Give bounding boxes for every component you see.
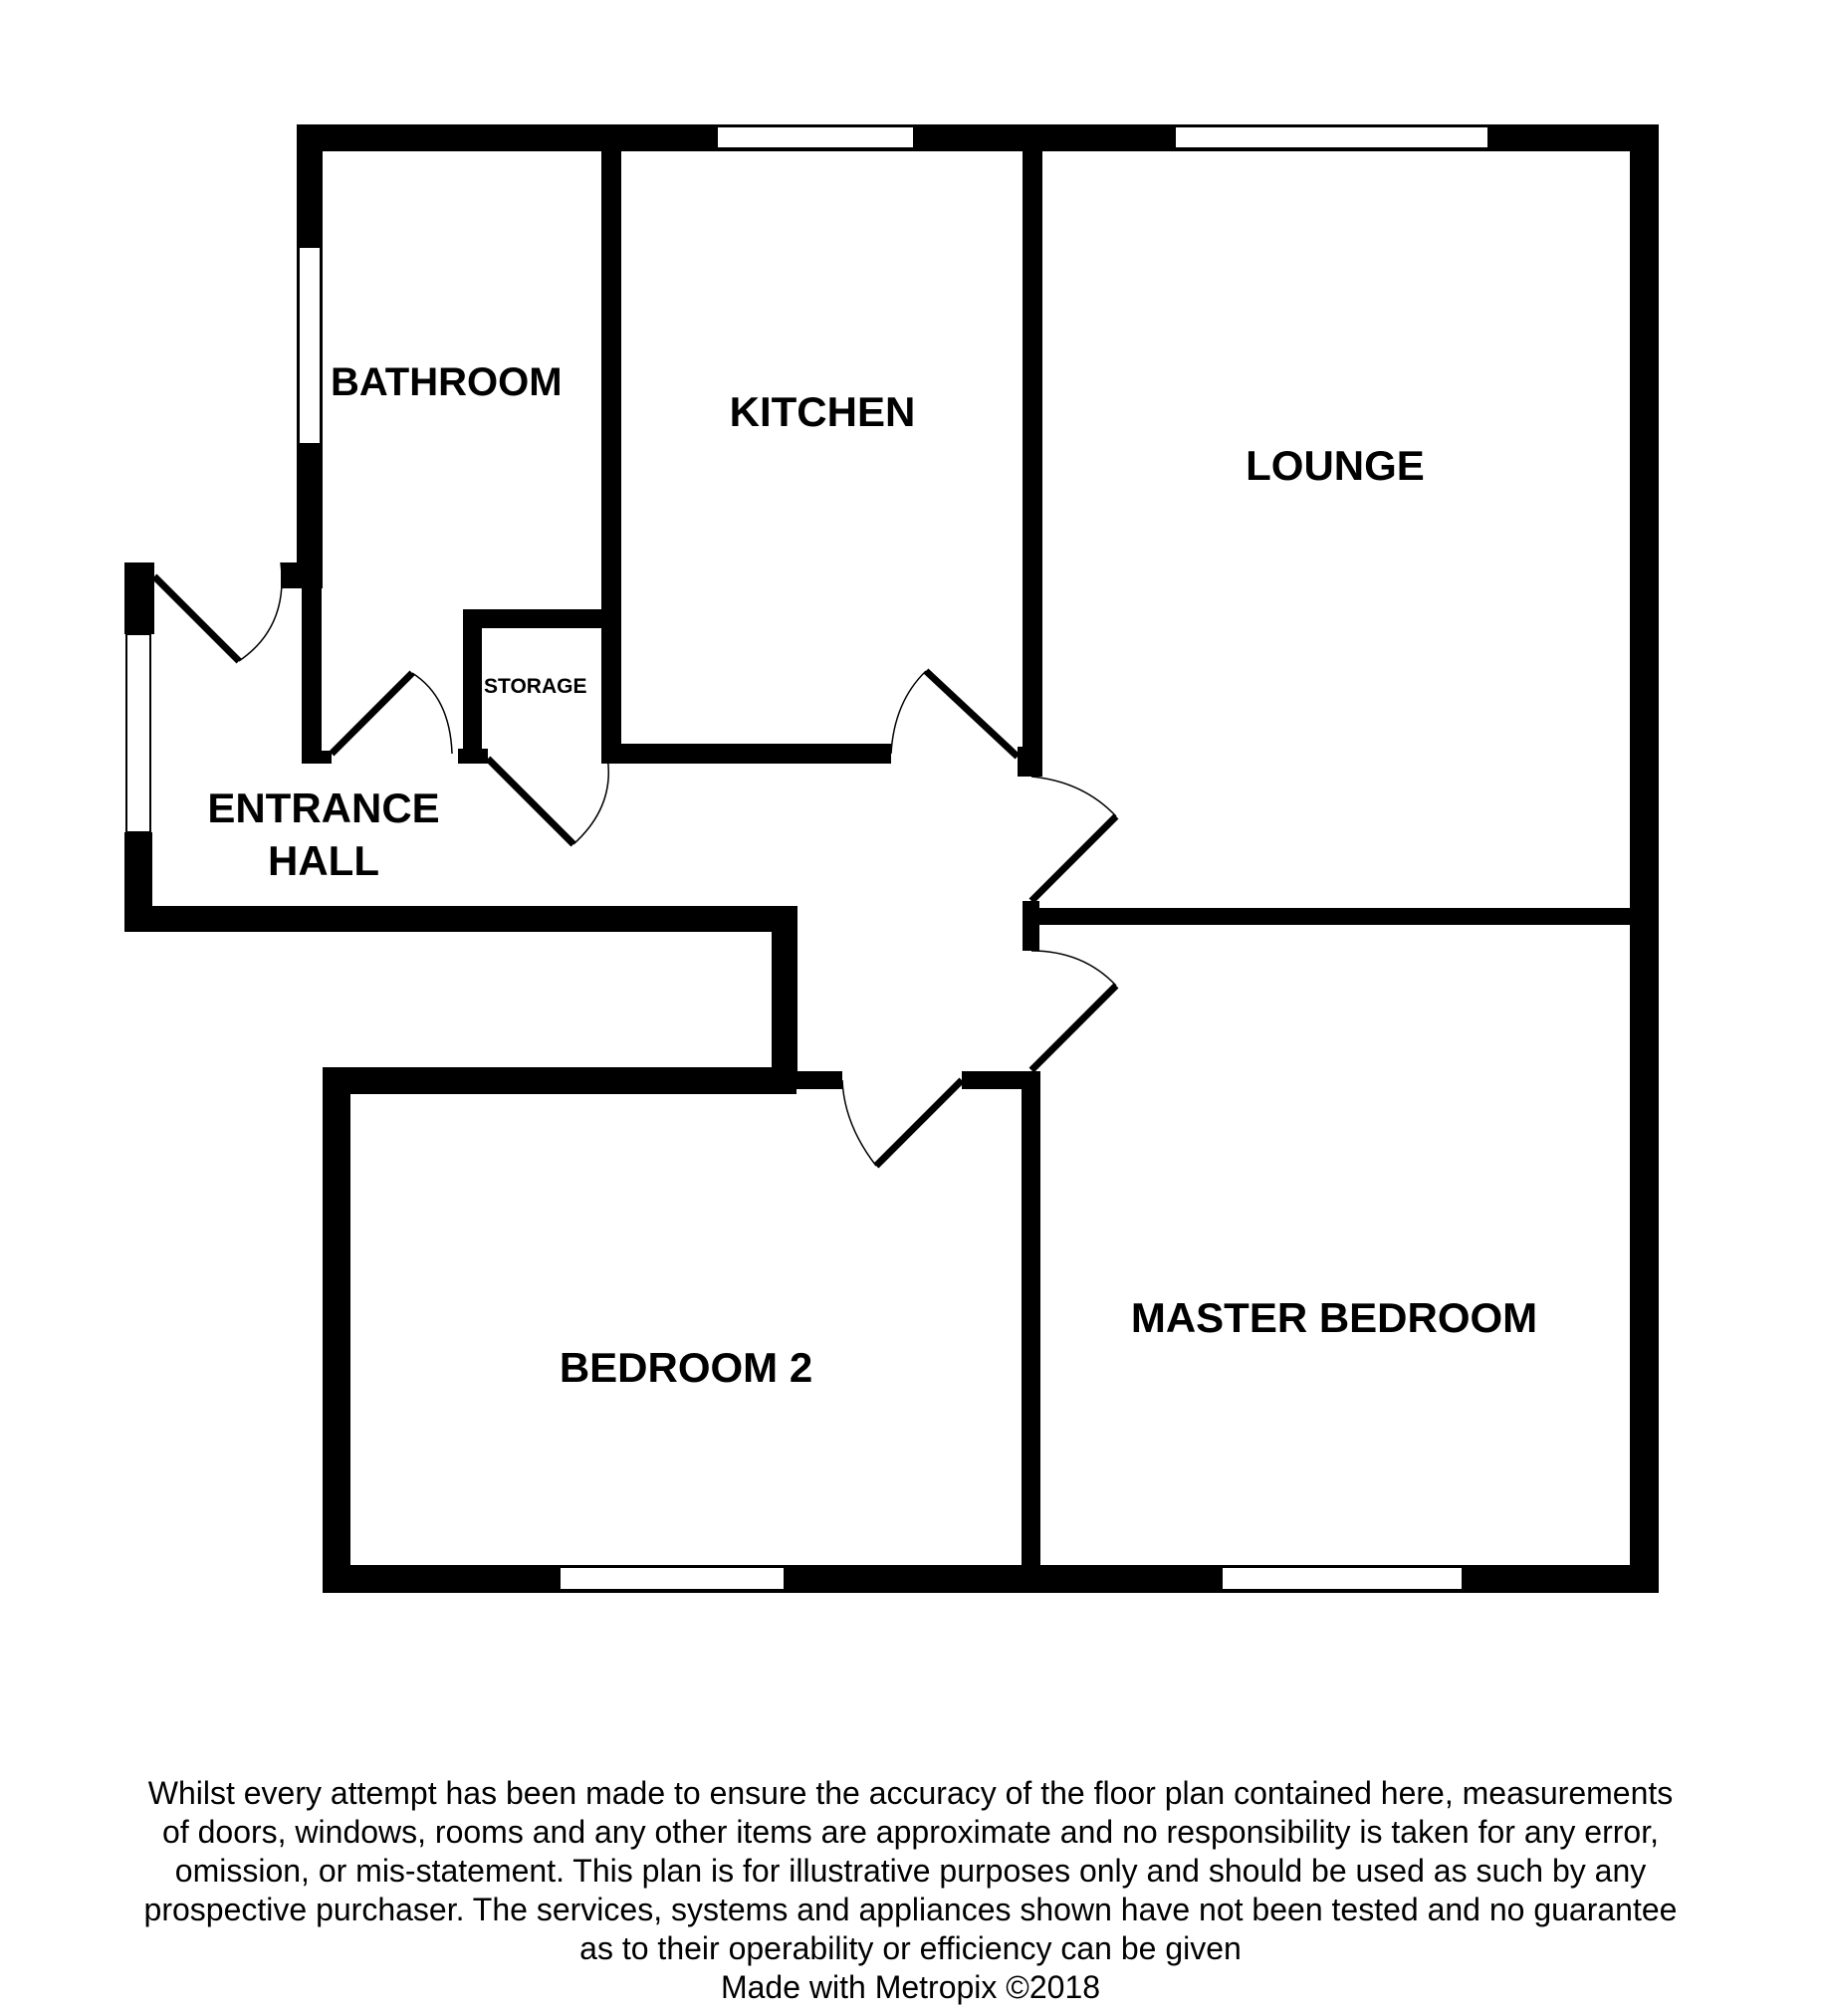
window-bedroom2 — [559, 1566, 786, 1591]
door-master-swing — [1030, 950, 1117, 987]
window-master — [1221, 1566, 1464, 1591]
window-lounge — [1174, 125, 1489, 149]
wall-kitchen-lounge-stub — [1018, 747, 1031, 777]
wall-storage-top — [463, 609, 621, 628]
wall-hall-drop — [772, 906, 797, 1071]
windows — [125, 125, 1489, 1591]
wall-bedroom2-left — [323, 1067, 350, 1593]
disclaimer-line: omission, or mis-statement. This plan is… — [174, 1853, 1647, 1889]
window-kitchen — [716, 125, 915, 149]
wall-outer-right — [1630, 124, 1659, 1593]
walls — [124, 124, 1659, 1593]
door-lounge-swing — [1030, 776, 1117, 817]
wall-kitchen-bottom — [601, 744, 891, 764]
room-label-bathroom: BATHROOM — [331, 360, 563, 404]
wall-bathroom-left-stub — [281, 562, 323, 588]
room-label-bedroom-2: BEDROOM 2 — [560, 1344, 812, 1391]
window-bathroom — [298, 246, 322, 445]
door-bedroom2-swing — [841, 1079, 877, 1167]
room-label-hall: HALL — [268, 837, 379, 884]
wall-storage-foot — [458, 749, 488, 764]
wall-bedroom2-top-right — [962, 1071, 1031, 1089]
door-entrance-swing — [238, 561, 283, 662]
wall-kitchen-lounge — [1023, 124, 1042, 777]
metropix-credit: Made with Metropix ©2018 — [720, 1969, 1101, 2005]
wall-lounge-master-stub — [1023, 901, 1039, 951]
room-label-entrance: ENTRANCE — [207, 784, 439, 831]
wall-bedroom2-top — [323, 1067, 797, 1094]
door-entrance-leaf — [151, 573, 242, 664]
wall-storage-left — [463, 609, 482, 764]
disclaimer-line: of doors, windows, rooms and any other i… — [162, 1814, 1659, 1850]
room-label-kitchen: KITCHEN — [730, 388, 916, 435]
room-label-storage: STORAGE — [484, 675, 586, 698]
wall-bathroom-kitchen — [601, 124, 621, 760]
disclaimer-line: prospective purchaser. The services, sys… — [143, 1892, 1678, 1927]
wall-bedroom2-master — [1022, 1071, 1040, 1593]
wall-corridor-left-foot — [302, 751, 332, 764]
door-storage-swing — [572, 756, 610, 845]
wall-lounge-master — [1031, 908, 1639, 925]
door-storage-leaf — [485, 756, 576, 847]
room-labels: BATHROOM KITCHEN LOUNGE STORAGE ENTRANCE… — [207, 360, 1537, 1391]
disclaimer-line: as to their operability or efficiency ca… — [579, 1930, 1242, 1966]
room-label-master-bedroom: MASTER BEDROOM — [1131, 1294, 1537, 1341]
disclaimer-line: Whilst every attempt has been made to en… — [147, 1775, 1674, 1811]
doors — [151, 561, 1119, 1169]
door-bathroom-leaf — [329, 670, 415, 757]
wall-hall-bottom — [124, 906, 797, 932]
wall-corridor-left — [302, 588, 322, 764]
door-bedroom2-leaf — [873, 1077, 965, 1169]
room-label-lounge: LOUNGE — [1246, 442, 1425, 489]
door-lounge-leaf — [1028, 813, 1119, 904]
floor-plan: BATHROOM KITCHEN LOUNGE STORAGE ENTRANCE… — [124, 124, 1659, 1593]
door-kitchen-leaf — [923, 668, 1021, 760]
wall-bedroom2-top-stub — [797, 1071, 842, 1089]
window-entrance — [125, 633, 151, 833]
door-kitchen-swing — [890, 670, 927, 755]
wall-entrance-left-top — [124, 562, 154, 634]
door-bathroom-swing — [411, 672, 453, 755]
disclaimer: Whilst every attempt has been made to en… — [60, 1774, 1761, 2007]
door-master-leaf — [1028, 983, 1119, 1073]
